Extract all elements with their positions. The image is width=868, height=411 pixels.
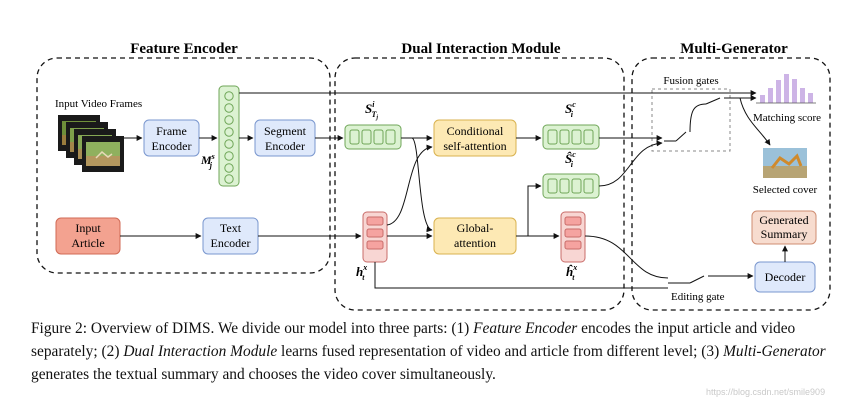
section-title-feature-encoder: Feature Encoder <box>130 41 238 57</box>
generated-summary-box <box>751 210 817 245</box>
dims-architecture-diagram: Feature Encoder Dual Interaction Module … <box>36 41 831 311</box>
input-article-label-1: Input <box>75 221 101 235</box>
caption-part-2: encodes the input article and video sepa… <box>31 320 796 360</box>
caption-em-dual-interaction: Dual Interaction Module <box>123 343 278 360</box>
connector-arrows <box>120 90 788 289</box>
segment-encoder-label-2: Encoder <box>265 139 305 153</box>
section-title-dual-interaction: Dual Interaction Module <box>401 41 561 57</box>
section-title-multi-generator: Multi-Generator <box>680 41 788 57</box>
decoder-label: Decoder <box>765 270 806 284</box>
generated-summary-label-1: Generated <box>759 213 808 227</box>
caption-em-multi-generator: Multi-Generator <box>723 343 826 360</box>
frame-encoder-label-1: Frame <box>156 124 187 138</box>
global-article-output-vector <box>560 211 586 263</box>
matching-score-label: Matching score <box>753 112 821 124</box>
article-representation-vector <box>362 211 388 263</box>
caption-em-feature-encoder: Feature Encoder <box>473 320 578 337</box>
segment-encoder-label-1: Segment <box>264 124 307 138</box>
global-attention-label-1: Global- <box>457 221 494 235</box>
feature-encoder-region <box>36 57 331 274</box>
input-article-label-2: Article <box>71 236 104 250</box>
conditional-output-vector <box>542 124 600 150</box>
frame-feature-vector <box>218 85 240 187</box>
global-attention-label-2: attention <box>454 236 496 250</box>
conditional-attention-label-1: Conditional <box>447 124 504 138</box>
editing-gate-label: Editing gate <box>671 291 725 303</box>
conditional-attention-label-2: self-attention <box>443 139 506 153</box>
caption-part-1: Figure 2: Overview of DIMS. We divide ou… <box>31 320 474 337</box>
segment-representation-vector <box>344 124 402 150</box>
video-frames-icon <box>58 115 124 172</box>
figure-caption: Figure 2: Overview of DIMS. We divide ou… <box>31 317 843 386</box>
watermark: https://blog.csdn.net/smile909 <box>706 387 826 397</box>
input-video-frames-label: Input Video Frames <box>55 98 142 110</box>
caption-part-3: learns fused representation of video and… <box>277 343 724 360</box>
selected-cover-image <box>763 148 807 178</box>
text-encoder-label-1: Text <box>220 221 242 235</box>
frame-encoder-label-2: Encoder <box>152 139 192 153</box>
global-video-output-vector <box>542 173 600 199</box>
generated-summary-label-2: Summary <box>761 227 808 241</box>
caption-part-4: generates the textual summary and choose… <box>31 366 496 383</box>
matching-score-chart <box>756 74 816 104</box>
selected-cover-label: Selected cover <box>753 184 818 196</box>
dual-interaction-region <box>334 57 625 311</box>
fusion-gates-box <box>651 88 731 152</box>
fusion-gates-label: Fusion gates <box>663 75 718 87</box>
text-encoder-label-2: Encoder <box>211 236 251 250</box>
